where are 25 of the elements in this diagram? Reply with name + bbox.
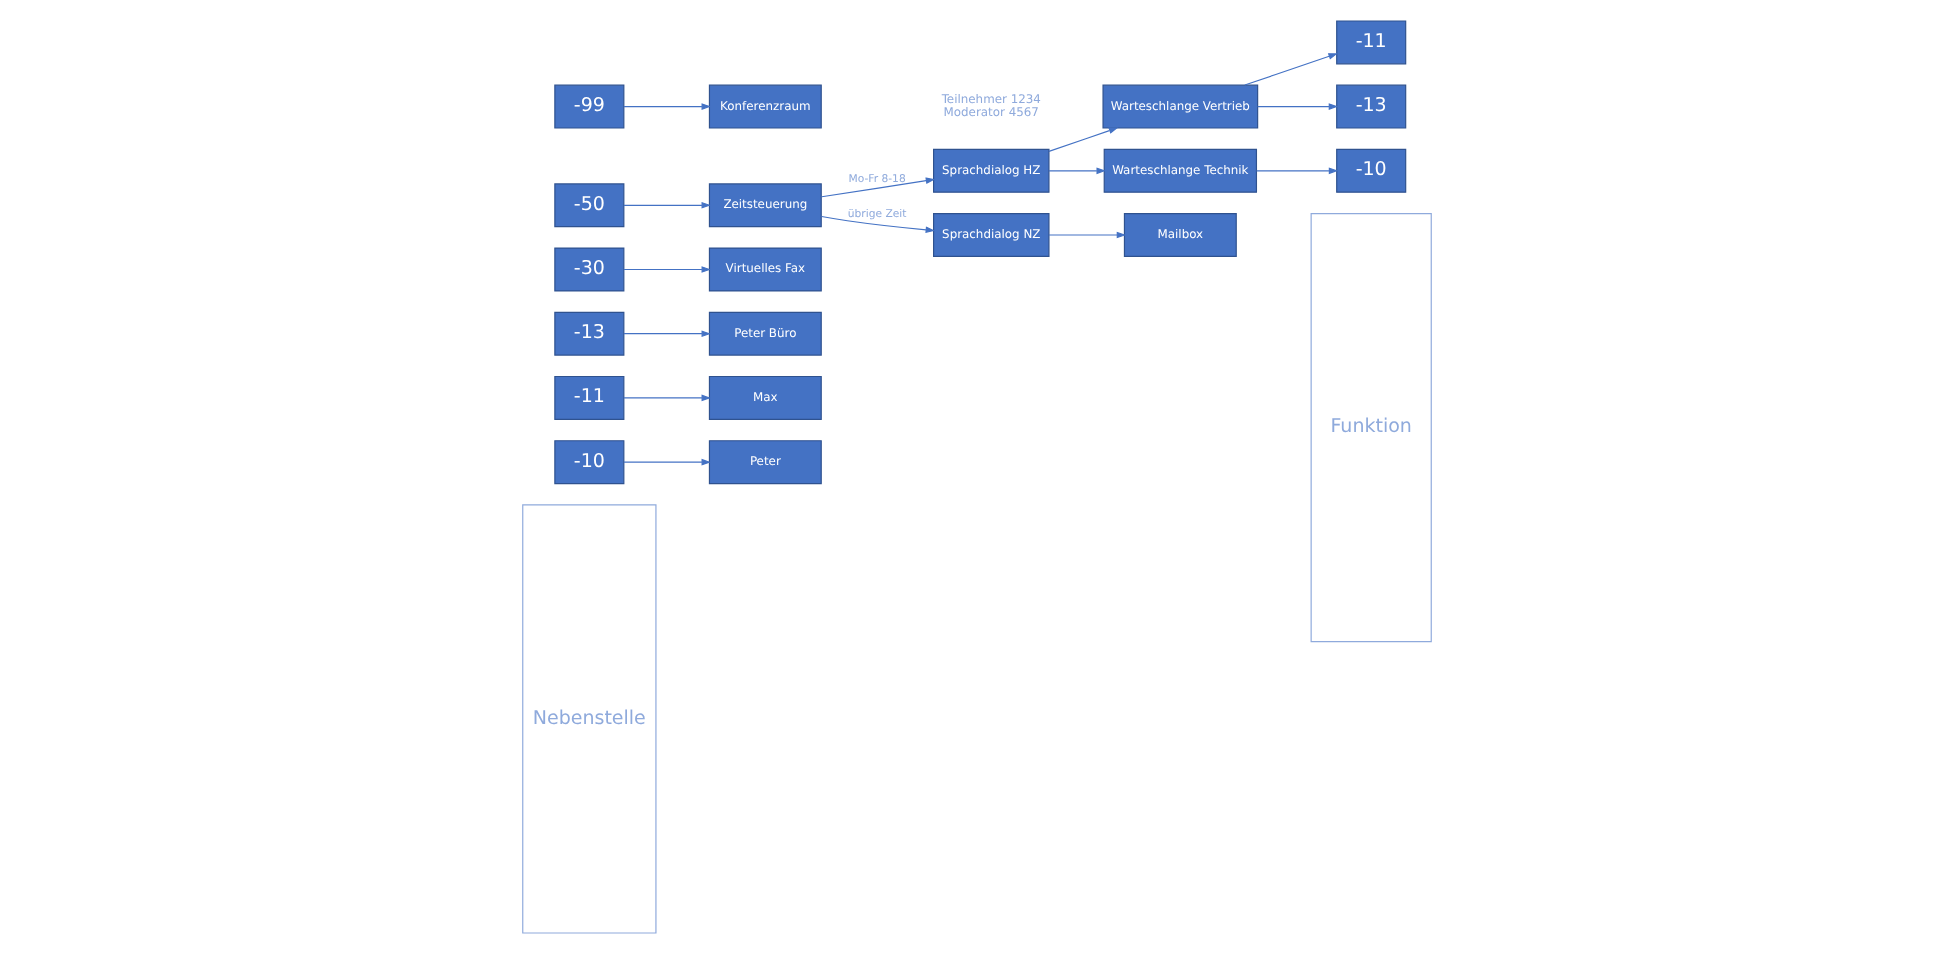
node-box: -11 <box>1336 20 1407 65</box>
node-box: -10 <box>1336 148 1407 193</box>
node-box: -11 <box>554 375 625 420</box>
arrow <box>1048 231 1127 239</box>
node-box: -30 <box>554 247 625 292</box>
node-box: Nebenstelle <box>522 504 657 934</box>
node-box: -99 <box>554 84 625 129</box>
node-box: Funktion <box>1310 213 1432 643</box>
node-box: -10 <box>554 440 625 485</box>
node-box: -13 <box>1336 84 1407 129</box>
arrow <box>1257 103 1339 110</box>
arrow <box>623 458 712 466</box>
node-box: -50 <box>554 183 625 228</box>
arrow <box>623 266 712 273</box>
arrow <box>1255 167 1339 175</box>
arrow <box>1048 167 1106 175</box>
arrow <box>1048 127 1119 152</box>
arrow <box>623 330 712 338</box>
arrow <box>623 394 712 402</box>
arrow <box>623 201 712 209</box>
node-box: -13 <box>554 311 625 356</box>
arrow <box>821 215 936 234</box>
arrow <box>623 103 712 110</box>
arrow <box>821 177 936 198</box>
arrow <box>1244 53 1338 86</box>
